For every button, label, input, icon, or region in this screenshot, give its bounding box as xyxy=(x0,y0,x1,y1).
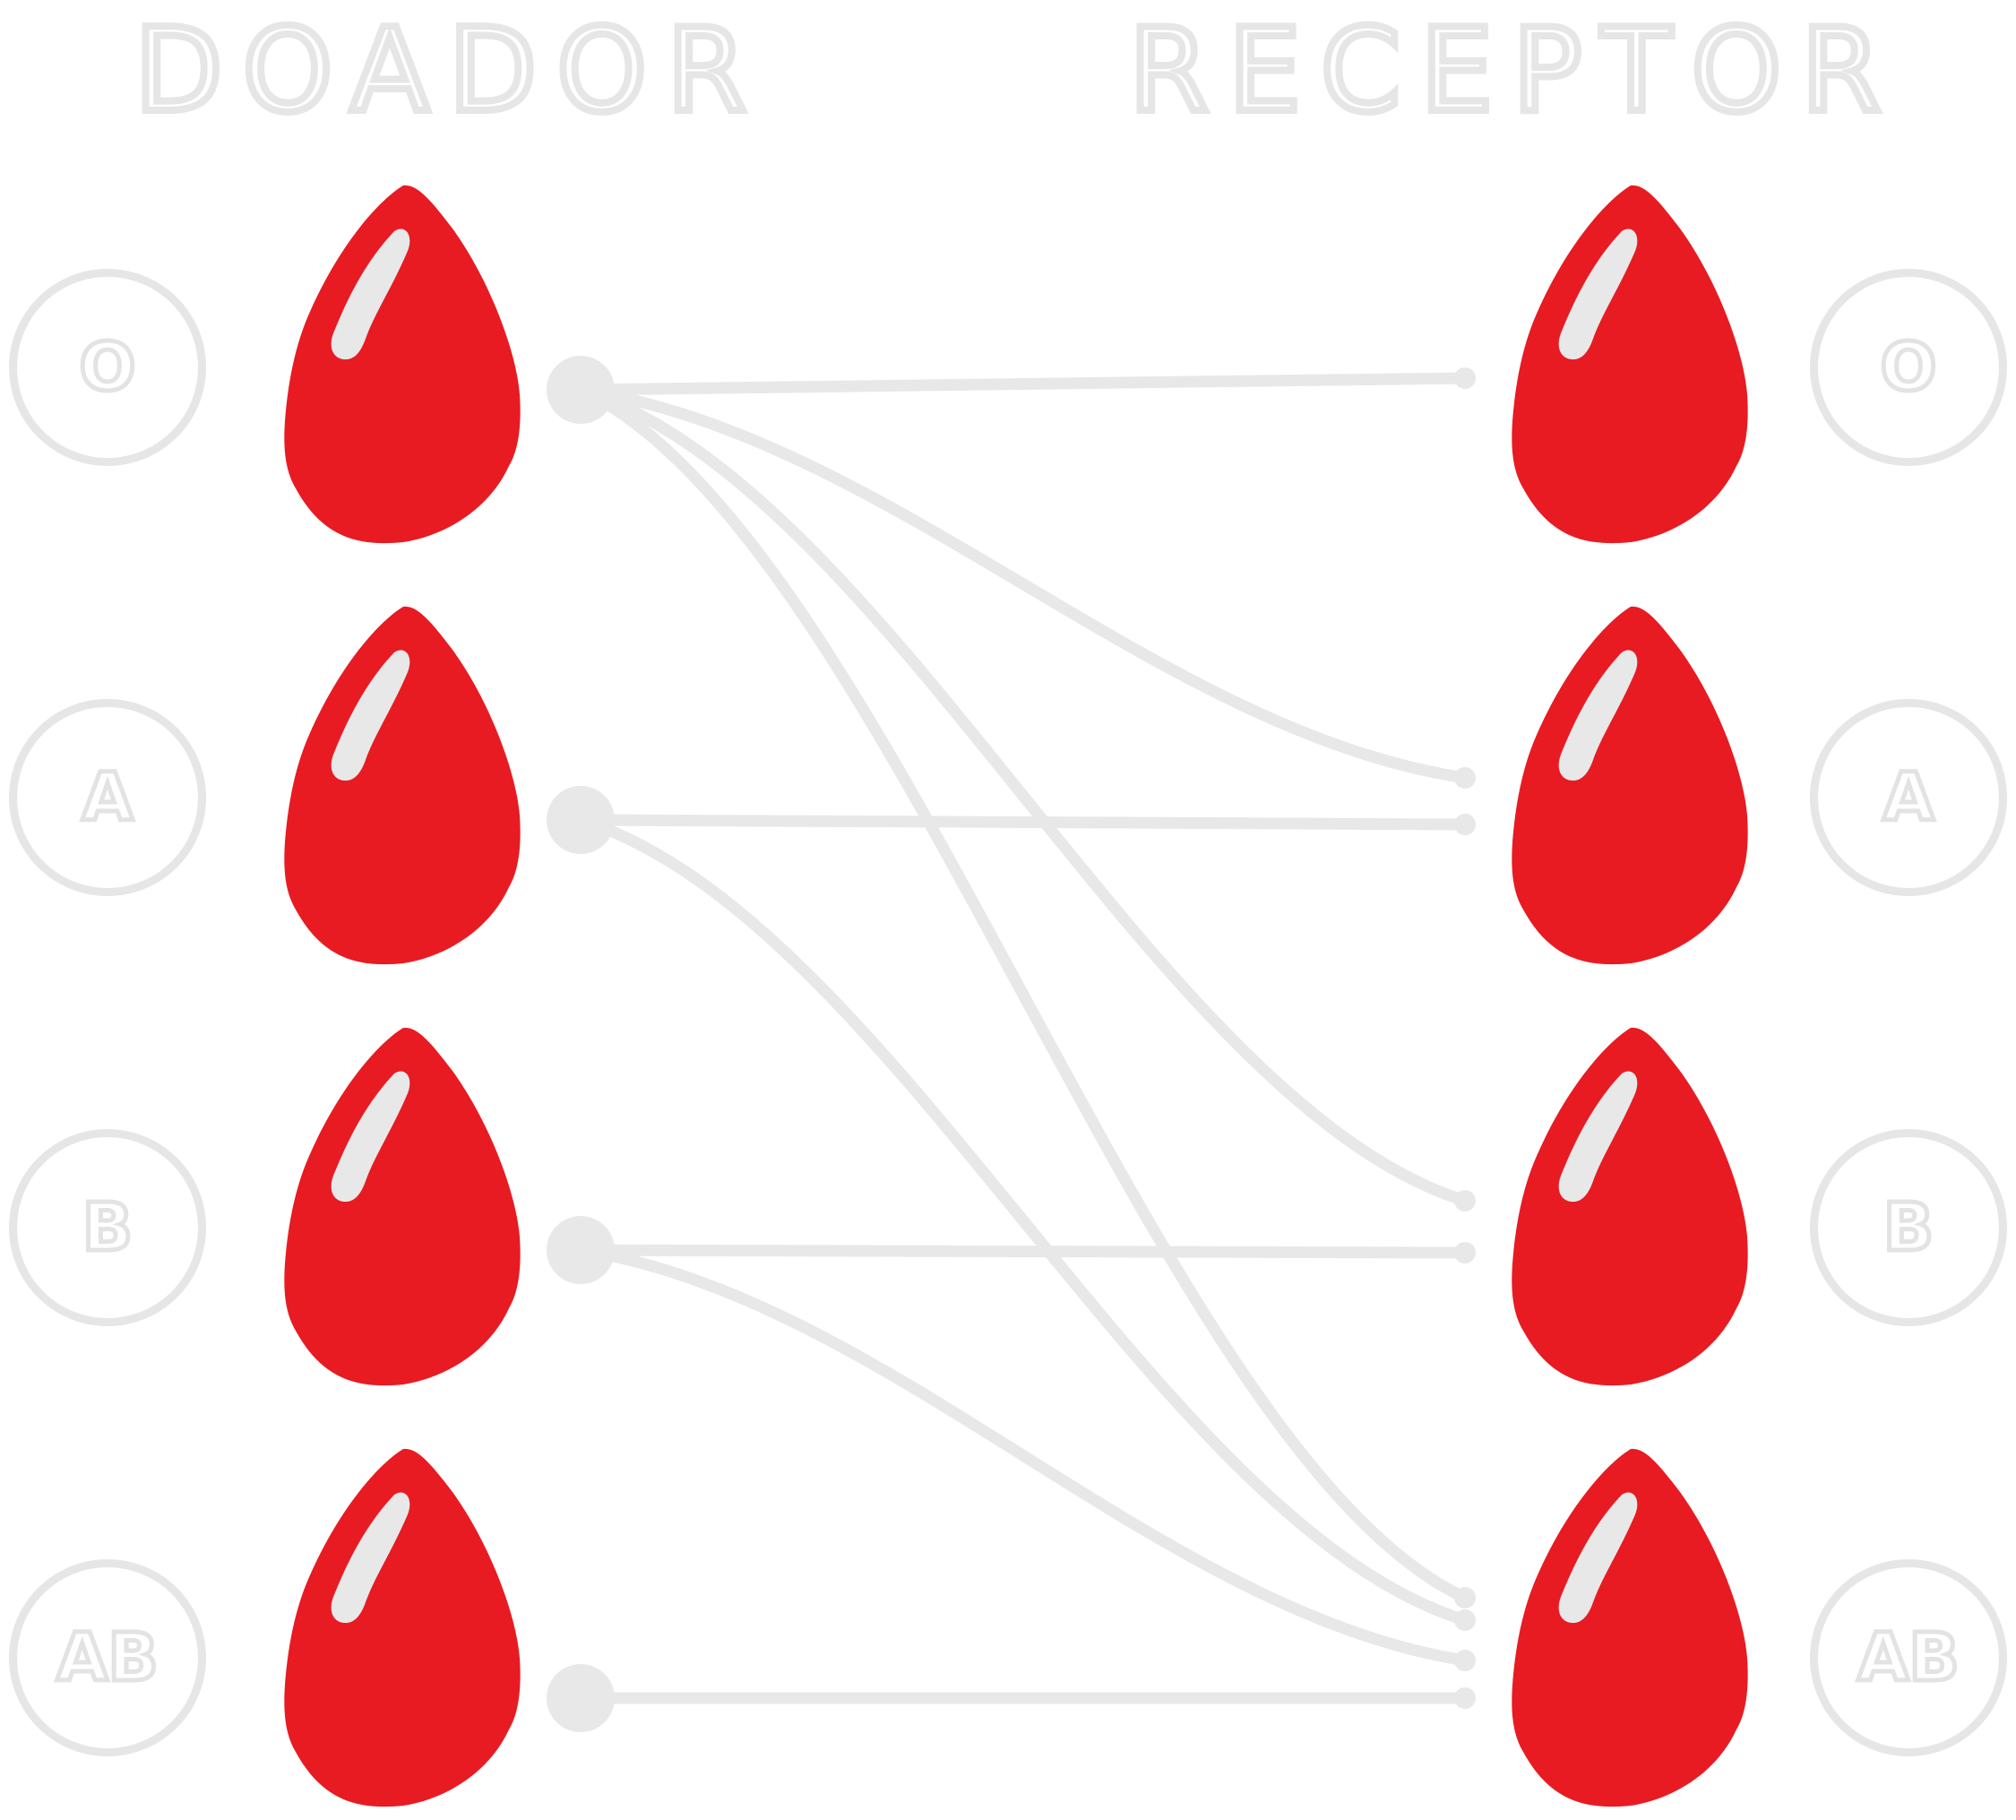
connection-end-dot-b xyxy=(1454,1190,1476,1212)
connection-o-to-b xyxy=(574,384,1471,1207)
recipient-drop-b xyxy=(1512,1027,1748,1386)
connection-end-dot-o xyxy=(1454,367,1476,389)
recipient-type-badge-a: A xyxy=(1810,699,2007,896)
donor-connector-dot-ab xyxy=(547,1664,615,1732)
donor-type-badge-o: O xyxy=(9,269,206,466)
donor-drop-o xyxy=(284,185,521,544)
recipient-header: RECEPTOR xyxy=(1125,1,1901,142)
connection-o-to-o xyxy=(574,372,1471,396)
connection-end-dot-ab xyxy=(1454,1609,1476,1631)
recipient-drop-a xyxy=(1512,606,1748,965)
connection-end-dot-ab xyxy=(1454,1687,1476,1709)
connection-o-to-a xyxy=(574,384,1471,784)
connection-end-dot-ab xyxy=(1454,1587,1476,1609)
connection-end-dot-ab xyxy=(1454,1650,1476,1671)
connection-b-to-ab xyxy=(574,1244,1471,1667)
donor-drop-ab xyxy=(284,1448,521,1807)
donor-drop-a xyxy=(284,606,521,965)
donor-connector-dot-a xyxy=(547,786,615,854)
connection-o-to-ab xyxy=(574,384,1471,1604)
recipient-type-badge-o: O xyxy=(1810,269,2007,466)
recipient-type-badge-b: B xyxy=(1810,1129,2007,1326)
connection-b-to-b xyxy=(574,1244,1471,1259)
connection-end-dot-a xyxy=(1454,767,1476,789)
donor-header: DOADOR xyxy=(131,1,766,142)
recipient-type-badge-ab: AB xyxy=(1810,1559,2007,1756)
donor-connector-dot-o xyxy=(547,356,615,424)
recipient-drop-ab xyxy=(1512,1448,1748,1807)
donor-type-badge-a: A xyxy=(9,699,206,896)
recipient-drop-o xyxy=(1512,185,1748,544)
connection-a-to-ab xyxy=(574,814,1471,1626)
connection-a-to-a xyxy=(574,814,1471,831)
connection-end-dot-b xyxy=(1454,1242,1476,1264)
donor-connector-dot-b xyxy=(547,1216,615,1284)
connections xyxy=(574,367,1476,1709)
donor-drop-b xyxy=(284,1027,521,1386)
donor-type-badge-ab: AB xyxy=(9,1559,206,1756)
donor-type-badge-b: B xyxy=(9,1129,206,1326)
connection-end-dot-a xyxy=(1454,814,1476,835)
